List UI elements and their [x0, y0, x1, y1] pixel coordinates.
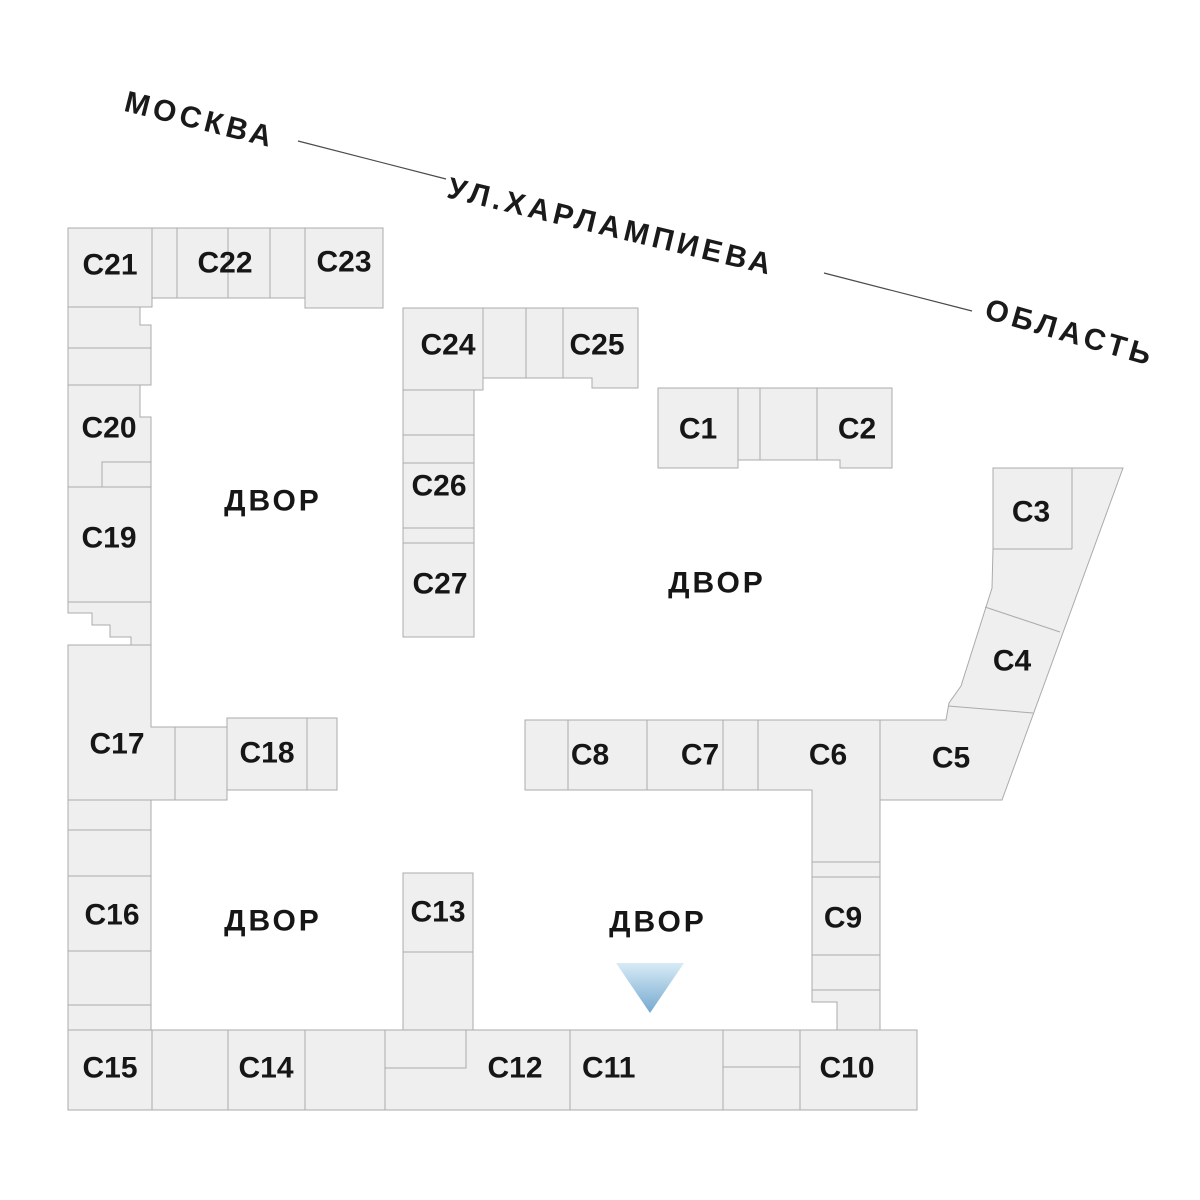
building-segment [722, 719, 759, 791]
block-label-c3: С3 [1012, 496, 1050, 529]
street-label-name: УЛ.ХАРЛАМПИЕВА [444, 172, 778, 282]
building-segment [304, 1029, 386, 1111]
block-label-c24: С24 [420, 329, 475, 362]
street-label-oblast: ОБЛАСТЬ [981, 293, 1158, 373]
building-segment [402, 951, 474, 1031]
building-segment [759, 387, 818, 461]
block-c24[interactable] [402, 307, 484, 391]
block-c27[interactable] [402, 542, 475, 638]
block-label-c15: С15 [82, 1052, 137, 1085]
block-c1[interactable] [657, 387, 739, 469]
block-c25[interactable] [562, 307, 639, 389]
block-c23[interactable] [304, 227, 384, 309]
building-segment [67, 306, 152, 349]
building-segment [269, 227, 306, 299]
block-label-c16: С16 [84, 899, 139, 932]
block-label-c2: С2 [838, 413, 876, 446]
block-c18[interactable] [226, 717, 338, 791]
building-segment [525, 307, 564, 379]
building-segment [482, 307, 527, 379]
building-segment [67, 799, 152, 831]
building-segment [811, 861, 881, 878]
street-line-right [823, 272, 973, 312]
block-label-c14: С14 [238, 1052, 293, 1085]
courtyard-label-bottom-center: ДВОР [609, 906, 707, 939]
building-segment [384, 1029, 467, 1069]
block-label-c6: С6 [809, 739, 847, 772]
block-label-c1: С1 [679, 413, 717, 446]
block-label-c12: С12 [487, 1052, 542, 1085]
block-label-c13: С13 [410, 896, 465, 929]
block-label-c22: С22 [197, 247, 252, 280]
building-segment [524, 719, 569, 791]
street-label-moscow: МОСКВА [121, 85, 279, 154]
block-label-c21: С21 [82, 249, 137, 282]
block-label-c5: С5 [932, 742, 970, 775]
courtyard-label-bottom-left: ДВОР [224, 905, 322, 938]
block-label-c4: С4 [993, 645, 1032, 678]
division-line [984, 606, 1061, 633]
building-segment [402, 389, 475, 436]
block-label-c7: С7 [681, 739, 719, 772]
block-label-c11: С11 [582, 1052, 635, 1085]
building-segment [722, 1066, 801, 1111]
building-segment [67, 1004, 152, 1031]
building-segment [67, 347, 152, 386]
courtyard-label-top-left: ДВОР [224, 485, 322, 518]
block-label-c25: С25 [569, 329, 624, 362]
block-label-c23: С23 [316, 246, 371, 279]
building-segment [402, 527, 475, 544]
courtyard-label-top-right: ДВОР [668, 567, 766, 600]
building-segment [151, 1029, 229, 1111]
building-segment [101, 461, 152, 488]
building-segment [67, 950, 152, 1006]
building-segment [811, 989, 881, 1031]
block-label-c8: С8 [571, 739, 609, 772]
block-label-c10: С10 [819, 1052, 874, 1085]
block-label-c19: С19 [81, 522, 136, 555]
block-c21[interactable] [67, 227, 153, 308]
street-line-left [297, 140, 447, 180]
block-label-c18: С18 [239, 737, 294, 770]
block-c17[interactable] [67, 644, 228, 801]
building-segment-stairs [67, 601, 152, 646]
building-segment [402, 434, 475, 464]
building-segment [67, 829, 152, 877]
building-segment [811, 954, 881, 991]
block-label-c27: С27 [412, 568, 467, 601]
selected-block-arrow-icon [616, 963, 684, 1013]
block-label-c17: С17 [89, 728, 144, 761]
block-label-c26: С26 [411, 470, 466, 503]
building-segment [151, 227, 178, 299]
block-label-c9: С9 [824, 902, 862, 935]
building-segment [722, 1029, 801, 1068]
block-c5[interactable] [879, 467, 1124, 801]
division-line [947, 705, 1034, 714]
building-segment [737, 387, 761, 461]
block-label-c20: С20 [81, 412, 136, 445]
block-c2[interactable] [816, 387, 893, 469]
